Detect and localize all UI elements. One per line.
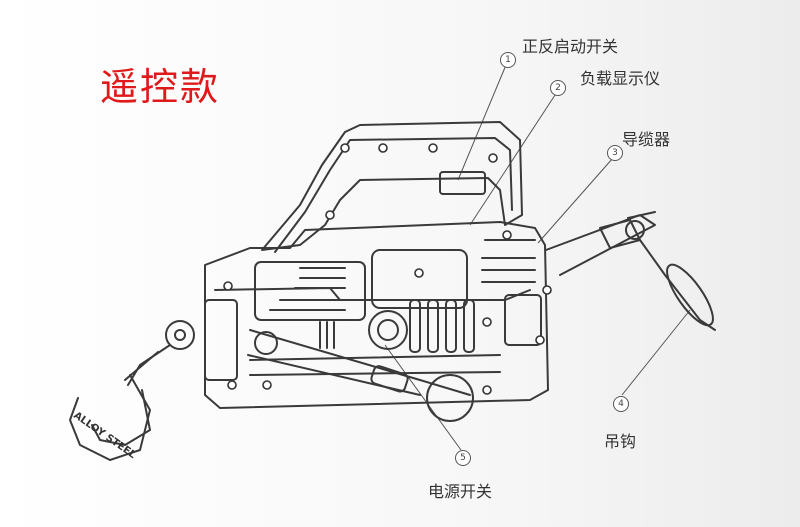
direction-switch [439, 171, 486, 195]
bolts [223, 143, 552, 395]
callout-label-4: 吊钩 [604, 432, 637, 451]
callout-label-1: 正反启动开关 [522, 37, 619, 56]
leader-line-2 [469, 91, 558, 226]
carry-handle [261, 121, 523, 253]
leader-lines [384, 64, 691, 451]
page-title: 遥控款 [100, 65, 221, 109]
winch-body [204, 143, 552, 422]
left-hook [69, 320, 195, 461]
leader-line-5 [384, 344, 462, 451]
callout-number-5: 5 [455, 450, 471, 466]
callout-label-2: 负载显示仪 [580, 69, 661, 88]
callout-number-1: 1 [500, 52, 516, 68]
leader-line-3 [537, 157, 614, 244]
callout-number-4: 4 [613, 396, 629, 412]
power-switch-ring [368, 310, 408, 350]
callout-label-5: 电源开关 [428, 482, 493, 501]
callout-number-2: 2 [550, 80, 566, 96]
callout-number-3: 3 [607, 145, 623, 161]
callout-label-3: 导缆器 [622, 130, 671, 149]
leader-line-4 [621, 309, 691, 396]
rope-guide [545, 211, 716, 331]
